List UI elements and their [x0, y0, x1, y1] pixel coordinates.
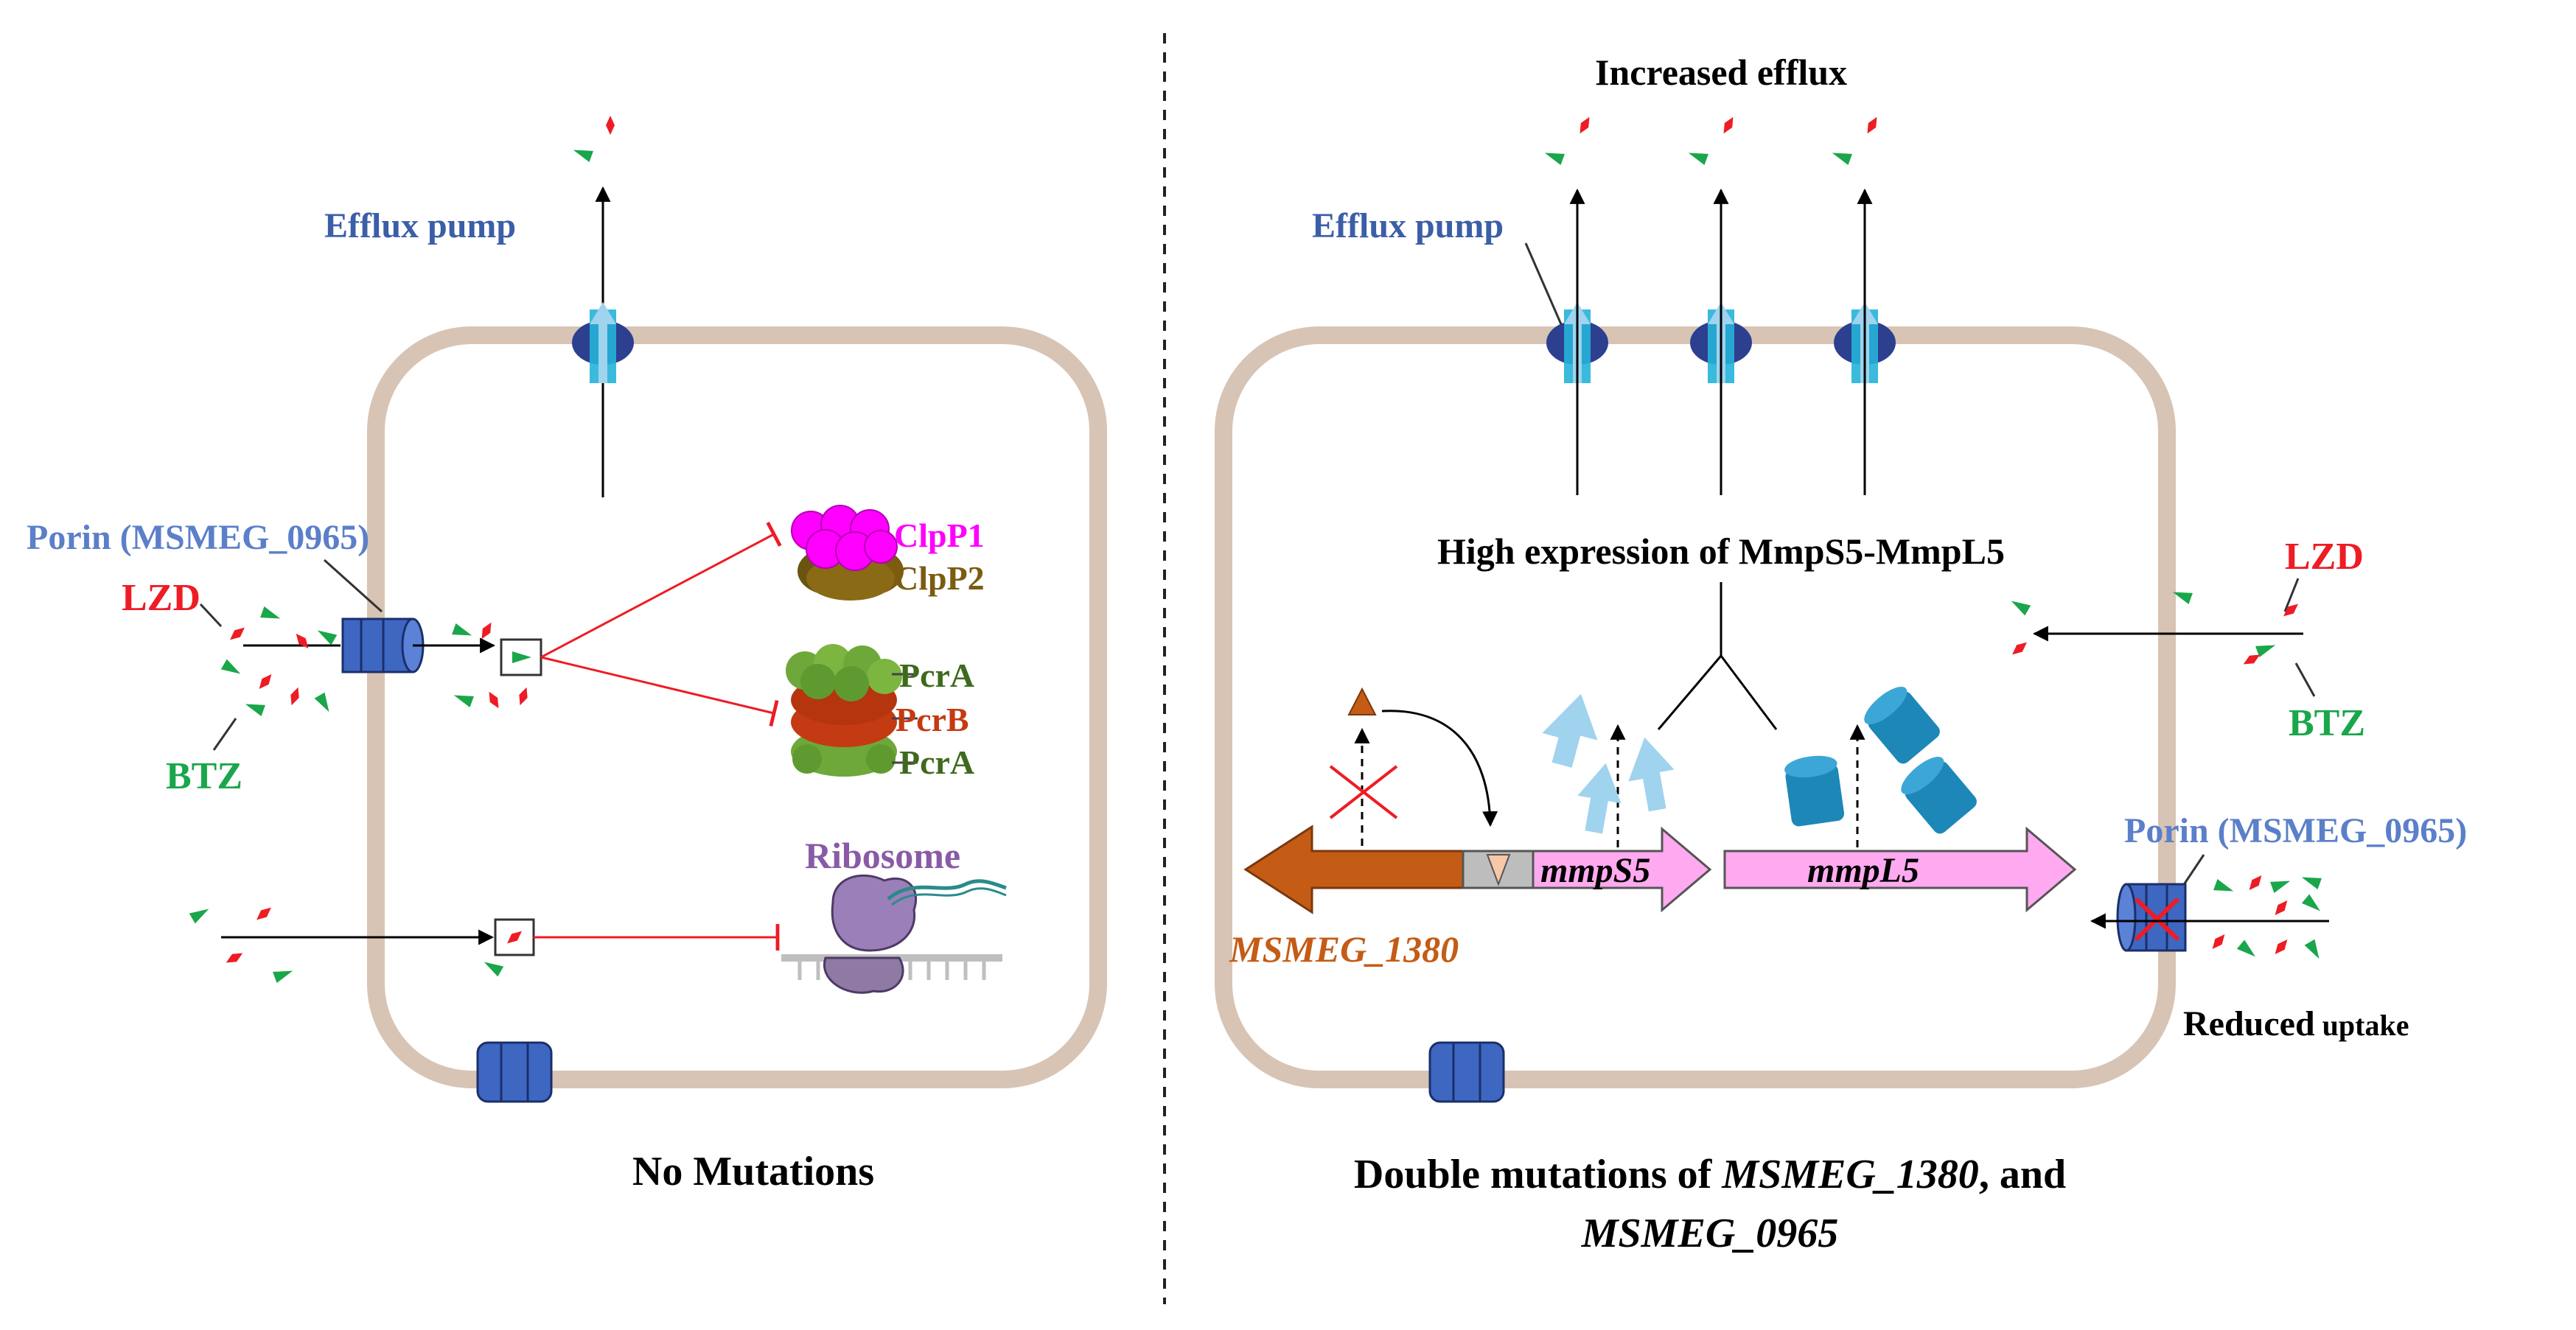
mmpl5-proteins: [1784, 687, 1977, 834]
pcra-bottom-label: PcrA: [899, 743, 974, 781]
btz-label-left: BTZ: [166, 755, 242, 797]
lzd-drug: [606, 116, 615, 135]
mmps5-label: mmpS5: [1540, 851, 1650, 890]
mmpl5-label: mmpL5: [1807, 851, 1919, 890]
efflux-pump-right-2: [1690, 188, 1752, 495]
right-panel: Increased efflux Ef: [1215, 52, 2467, 1256]
regulation-arrow: [1381, 710, 1498, 827]
drug-cluster-outside-right: [2209, 872, 2325, 962]
porin-label-right: Porin (MSMEG_0965): [2124, 811, 2467, 850]
pcr-complex: [786, 644, 902, 777]
mmps5-proteins: [1542, 693, 1675, 834]
efflux-pump-label-right: Efflux pump: [1312, 206, 1504, 245]
porin-right-mutated: [2116, 883, 2187, 952]
inhibit-clpp-line: [540, 521, 782, 659]
right-caption-line1: Double mutations of MSMEG_1380, and: [1354, 1152, 2066, 1197]
clpp-complex: [791, 505, 904, 601]
channel-left-bottom: [476, 1041, 553, 1103]
lzd-label-left: LZD: [122, 577, 200, 619]
porin-left: [341, 617, 425, 673]
efflux-pump-left: [572, 186, 634, 497]
cell-membrane-left: [367, 326, 1107, 1088]
msmeg1380-protein: [1347, 687, 1377, 715]
btz-label-right: BTZ: [2289, 702, 2365, 744]
inhibit-pcr-line: [540, 656, 779, 727]
drug-cluster-outside-left: [220, 606, 338, 716]
ribosome-label: Ribosome: [805, 835, 960, 876]
high-expression-label: High expression of MmpS5-MmpL5: [1437, 531, 2005, 572]
btz-drug: [571, 144, 593, 162]
porin-label-left: Porin (MSMEG_0965): [27, 518, 369, 557]
msmeg1380-label: MSMEG_1380: [1229, 928, 1459, 970]
efflux-pump-label-left: Efflux pump: [324, 206, 516, 245]
efflux-pump-right-3: [1834, 188, 1896, 495]
pcra-top-label: PcrA: [899, 657, 974, 694]
gene-mmpl5: [1723, 826, 2077, 913]
left-caption: No Mutations: [632, 1149, 874, 1194]
effluxed-drugs: [1543, 114, 1881, 165]
right-caption-line2: MSMEG_0965: [1581, 1211, 1839, 1256]
gene-mmps5: [1532, 826, 1712, 913]
increased-efflux-title: Increased efflux: [1595, 52, 1847, 93]
clpp2-label: ClpP2: [894, 559, 985, 597]
ribosome-icon: [781, 874, 1007, 994]
lzd-label-right: LZD: [2285, 536, 2364, 578]
efflux-pump-right-1: [1546, 188, 1608, 495]
left-panel: Efflux pump Porin (MSMEG_0965) LZD BTZ: [27, 116, 1107, 1194]
lzd-entry-cluster: [189, 903, 295, 983]
clpp1-label: ClpP1: [894, 517, 985, 554]
pcrb-label: PcrB: [896, 701, 969, 738]
channel-right-bottom: [1428, 1041, 1505, 1103]
gene-msmeg1380: [1243, 825, 1465, 914]
